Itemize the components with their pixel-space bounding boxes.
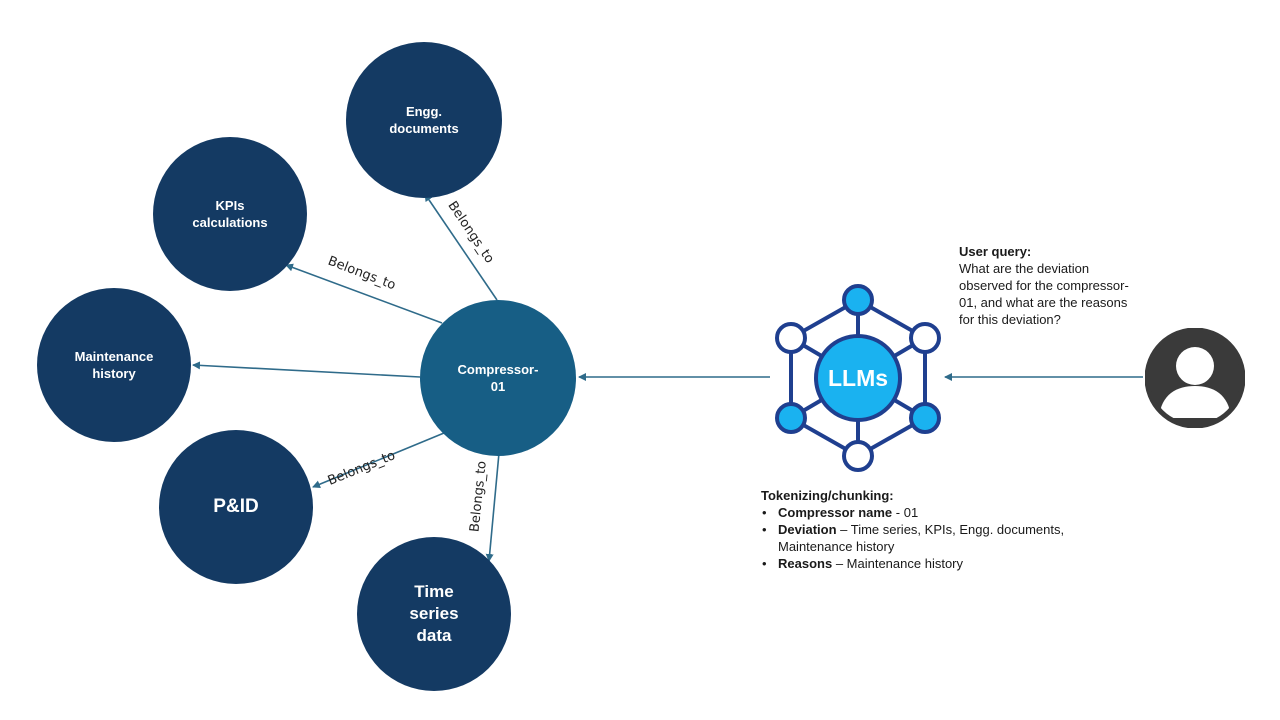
node-pid: P&ID bbox=[159, 430, 313, 584]
node-kpis-line1: KPIs bbox=[215, 198, 245, 213]
tokenizing-title: Tokenizing/chunking: bbox=[761, 488, 894, 503]
edge-maintenance bbox=[192, 361, 421, 378]
edge-engg-docs bbox=[424, 193, 498, 301]
user-query-body: What are the deviation observed for the … bbox=[959, 261, 1129, 327]
node-kpis-calculations: KPIs calculations bbox=[153, 137, 307, 291]
node-maintenance-line1: Maintenance bbox=[74, 349, 154, 364]
node-compressor-01: Compressor- 01 bbox=[420, 300, 576, 456]
node-maintenance-history: Maintenance history bbox=[37, 288, 191, 442]
node-maintenance-line2: history bbox=[92, 366, 136, 381]
node-compressor-line1: Compressor- bbox=[457, 362, 539, 377]
node-time-series-line3: data bbox=[416, 626, 452, 645]
edge-time-series bbox=[485, 452, 500, 562]
tokenizing-item-deviation: Deviation – Time series, KPIs, Engg. doc… bbox=[761, 521, 1091, 555]
user-query-text: User query: What are the deviation obser… bbox=[959, 243, 1134, 328]
tokenizing-item-compressor-name: Compressor name - 01 bbox=[761, 504, 1091, 521]
edge-pid bbox=[312, 432, 445, 489]
tokenizing-item-1-key: Deviation bbox=[778, 522, 837, 537]
tokenizing-chunking-box: Tokenizing/chunking: Compressor name - 0… bbox=[761, 487, 1091, 572]
node-time-series-line1: Time bbox=[414, 582, 454, 601]
llm-label: LLMs bbox=[828, 365, 888, 391]
node-kpis-line2: calculations bbox=[192, 215, 268, 230]
llm-network-icon: LLMs bbox=[775, 284, 941, 472]
node-engg-documents-line2: documents bbox=[389, 121, 459, 136]
user-query-title: User query: bbox=[959, 244, 1032, 259]
node-time-series-line2: series bbox=[409, 604, 459, 623]
node-engg-documents-line1: Engg. bbox=[405, 104, 443, 119]
user-avatar-icon bbox=[1145, 328, 1245, 428]
node-compressor-line2: 01 bbox=[490, 379, 506, 394]
tokenizing-item-2-key: Reasons bbox=[778, 556, 833, 571]
tokenizing-item-2-value: – Maintenance history bbox=[832, 556, 963, 571]
tokenizing-list: Compressor name - 01 Deviation – Time se… bbox=[761, 504, 1091, 572]
tokenizing-item-reasons: Reasons – Maintenance history bbox=[761, 555, 1091, 572]
node-engg-documents: Engg. documents bbox=[346, 42, 502, 198]
node-pid-line1: P&ID bbox=[213, 496, 259, 517]
tokenizing-item-0-value: - 01 bbox=[892, 505, 919, 520]
tokenizing-item-0-key: Compressor name bbox=[778, 505, 893, 520]
node-time-series-data: Time series data bbox=[357, 537, 511, 691]
tokenizing-item-1-value: – Time series, KPIs, Engg. documents, Ma… bbox=[778, 522, 1065, 554]
edge-kpis bbox=[285, 263, 443, 324]
